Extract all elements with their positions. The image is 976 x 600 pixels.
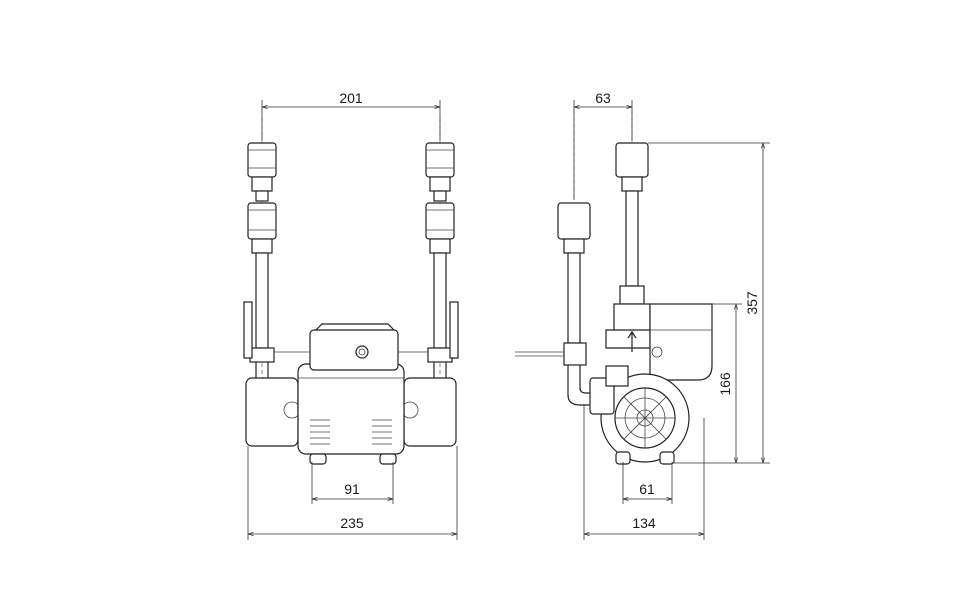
side-motor (605, 303, 713, 381)
front-motor (297, 363, 405, 465)
front-left-housing (245, 377, 299, 447)
front-view: 201 91 235 (243, 90, 459, 540)
side-inlet-pipe (515, 202, 594, 406)
dim-61-label: 61 (639, 481, 655, 497)
front-left-pipe (243, 142, 285, 407)
dim-235-label: 235 (340, 515, 364, 531)
side-volute (589, 330, 690, 465)
dim-134-label: 134 (632, 515, 656, 531)
side-outlet-pipe (613, 142, 651, 335)
front-right-pipe (418, 142, 459, 407)
dim-166-label: 166 (717, 372, 733, 396)
side-view: 63 357 166 61 134 (515, 90, 770, 540)
dim-357-label: 357 (744, 291, 760, 315)
dim-63-label: 63 (595, 90, 611, 106)
front-right-housing (403, 377, 457, 447)
dim-91-label: 91 (344, 481, 360, 497)
front-terminal-box (274, 323, 428, 371)
dim-201-label: 201 (339, 90, 363, 106)
